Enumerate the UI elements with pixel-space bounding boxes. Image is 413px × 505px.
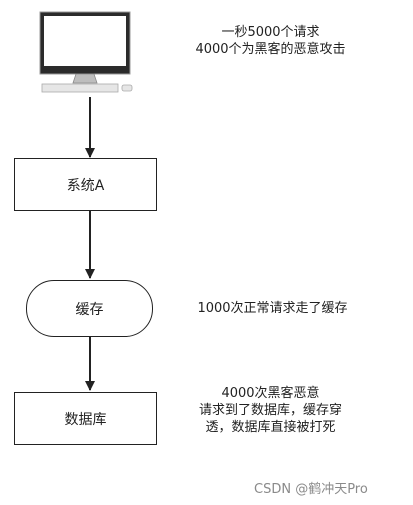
database-note-line-2: 请求到了数据库，缓存穿 [198, 403, 342, 418]
client-note-line-2: 4000个为黑客的恶意攻击 [195, 42, 346, 57]
cache-note-line-1: 1000次正常请求走了缓存 [197, 301, 348, 316]
client-note-line-1: 一秒5000个请求 [221, 25, 320, 40]
watermark: CSDN @鹤冲天Pro [254, 482, 368, 497]
desktop-computer-icon [39, 11, 133, 93]
client-note: 一秒5000个请求 4000个为黑客的恶意攻击 [168, 24, 373, 58]
database-note: 4000次黑客恶意 请求到了数据库，缓存穿 透，数据库直接被打死 [168, 385, 373, 436]
system-a-node: 系统A [14, 158, 157, 211]
cache-note: 1000次正常请求走了缓存 [170, 300, 375, 317]
database-note-line-1: 4000次黑客恶意 [221, 386, 320, 401]
cache-node: 缓存 [26, 280, 153, 337]
database-note-line-3: 透，数据库直接被打死 [205, 420, 336, 435]
database-node: 数据库 [14, 392, 157, 445]
